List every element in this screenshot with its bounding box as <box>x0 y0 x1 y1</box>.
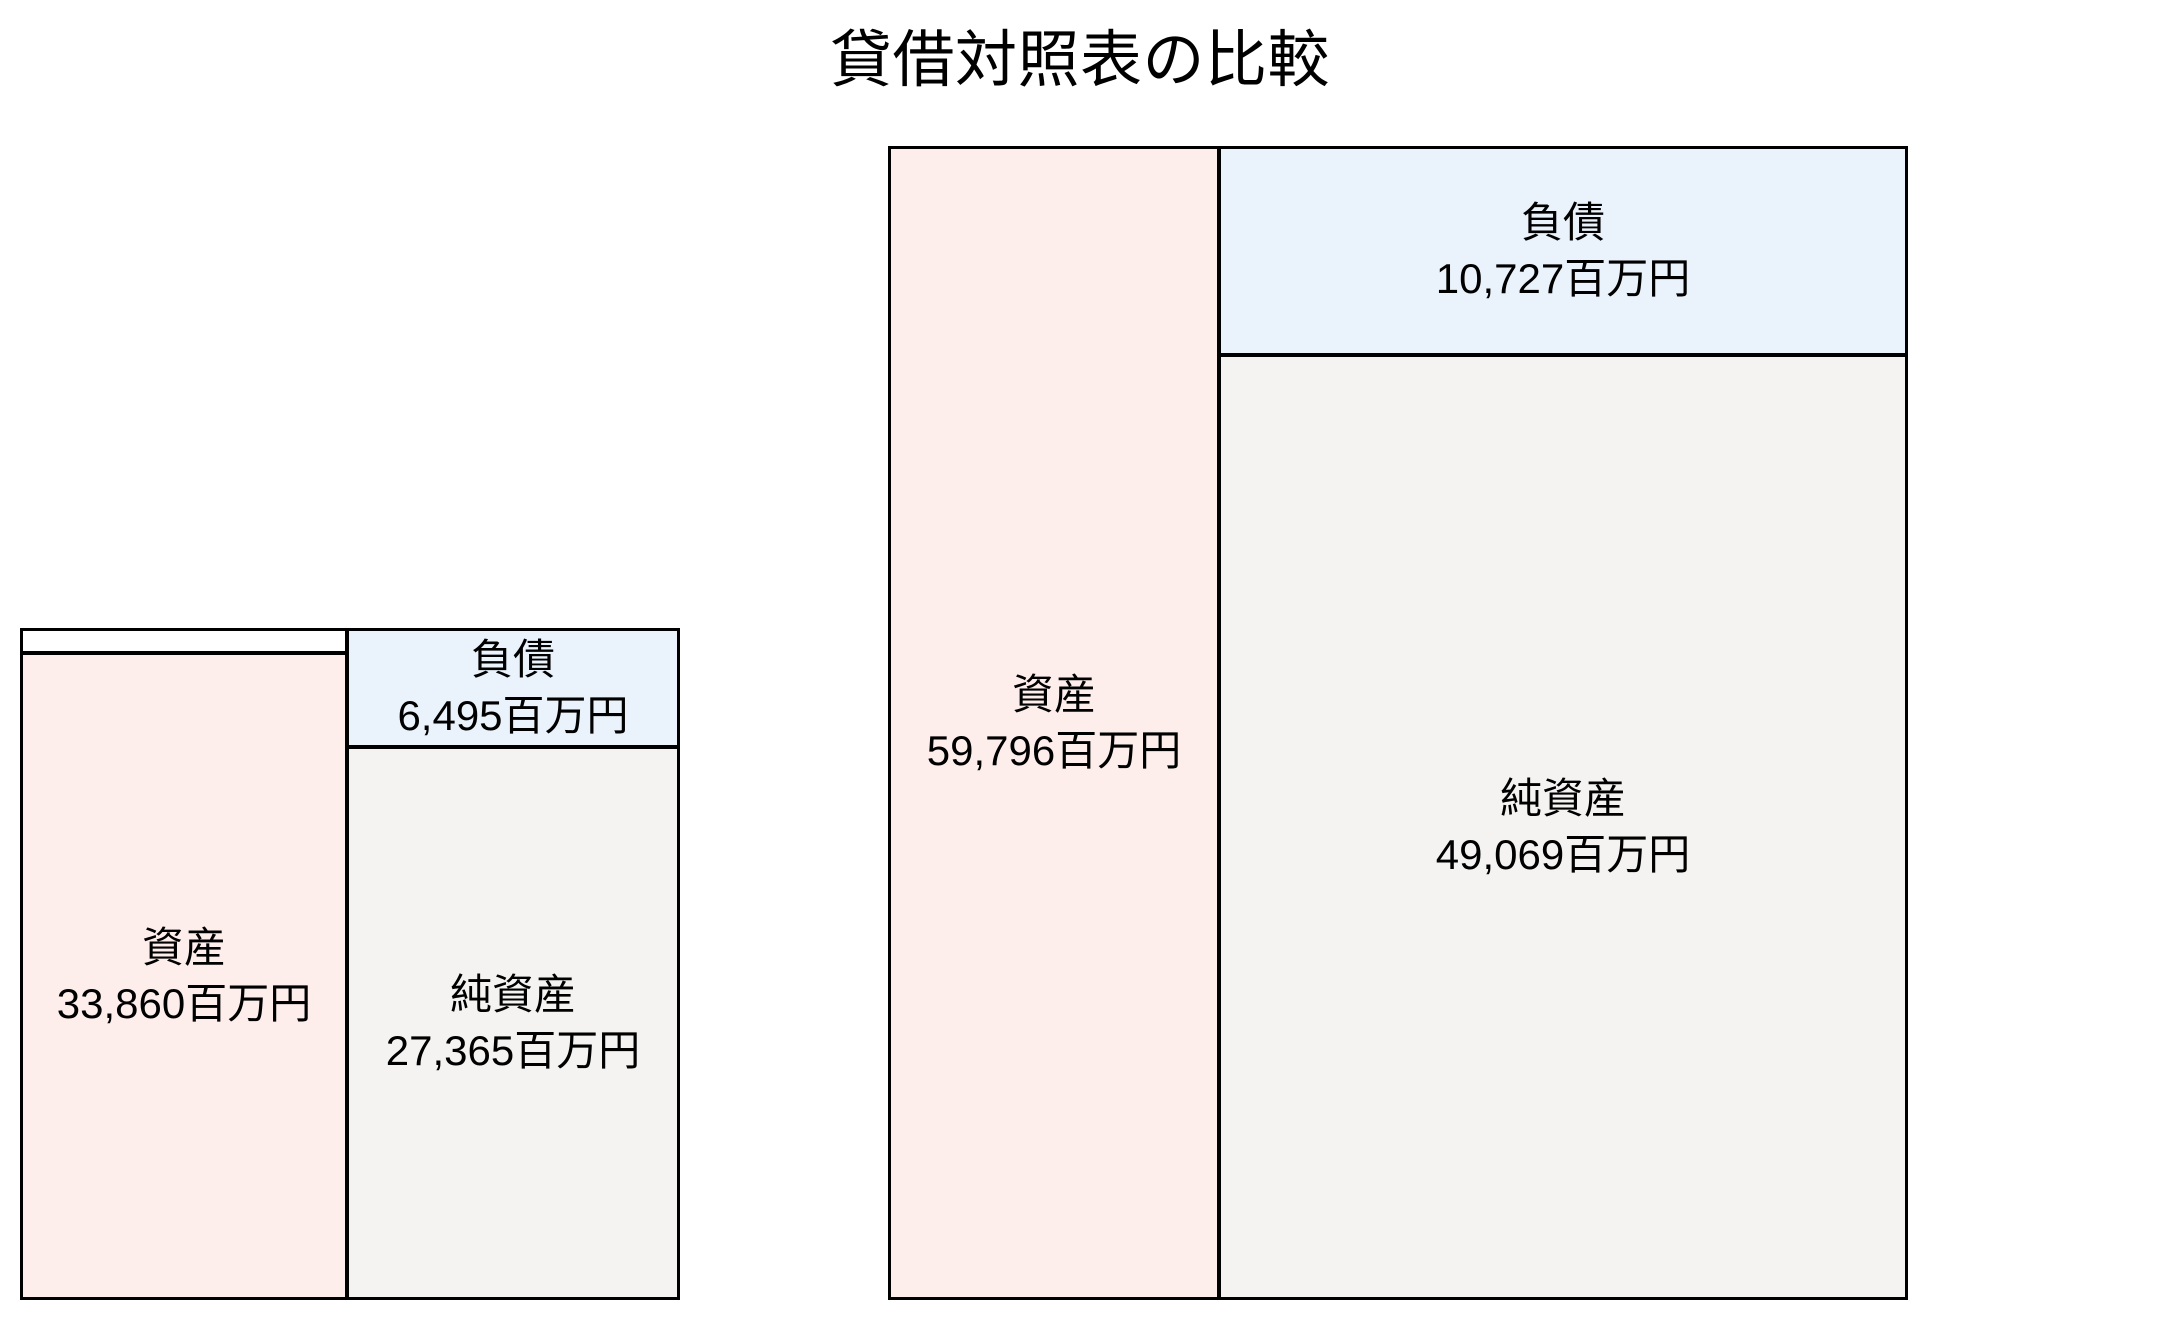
right-net-assets-block[interactable]: 純資産 49,069百万円 <box>1218 354 1908 1300</box>
right-assets-value: 59,796百万円 <box>926 727 1182 774</box>
balance-sheet-left: 資産 33,860百万円 負債 6,495百万円 純資産 27,365百万円 <box>0 0 700 1330</box>
left-assets-top-sliver <box>20 628 348 654</box>
right-net-assets-value: 49,069百万円 <box>1435 831 1691 878</box>
left-net-assets-value: 27,365百万円 <box>385 1027 641 1074</box>
right-liabilities-value: 10,727百万円 <box>1435 255 1691 302</box>
right-net-assets-label: 純資産 <box>1499 775 1626 822</box>
right-liabilities-label: 負債 <box>1520 199 1605 246</box>
left-net-assets-block[interactable]: 純資産 27,365百万円 <box>346 746 680 1300</box>
right-assets-label: 資産 <box>1011 671 1096 718</box>
right-liabilities-block[interactable]: 負債 10,727百万円 <box>1218 146 1908 356</box>
page-title: 貸借対照表の比較 <box>829 26 1330 95</box>
left-assets-label: 資産 <box>141 924 226 971</box>
left-net-assets-label: 純資産 <box>449 971 576 1018</box>
left-assets-block[interactable]: 資産 33,860百万円 <box>20 652 348 1300</box>
left-assets-value: 33,860百万円 <box>56 980 312 1027</box>
left-liabilities-label: 負債 <box>470 636 555 683</box>
left-liabilities-value: 6,495百万円 <box>397 692 629 739</box>
right-assets-block[interactable]: 資産 59,796百万円 <box>888 146 1220 1300</box>
